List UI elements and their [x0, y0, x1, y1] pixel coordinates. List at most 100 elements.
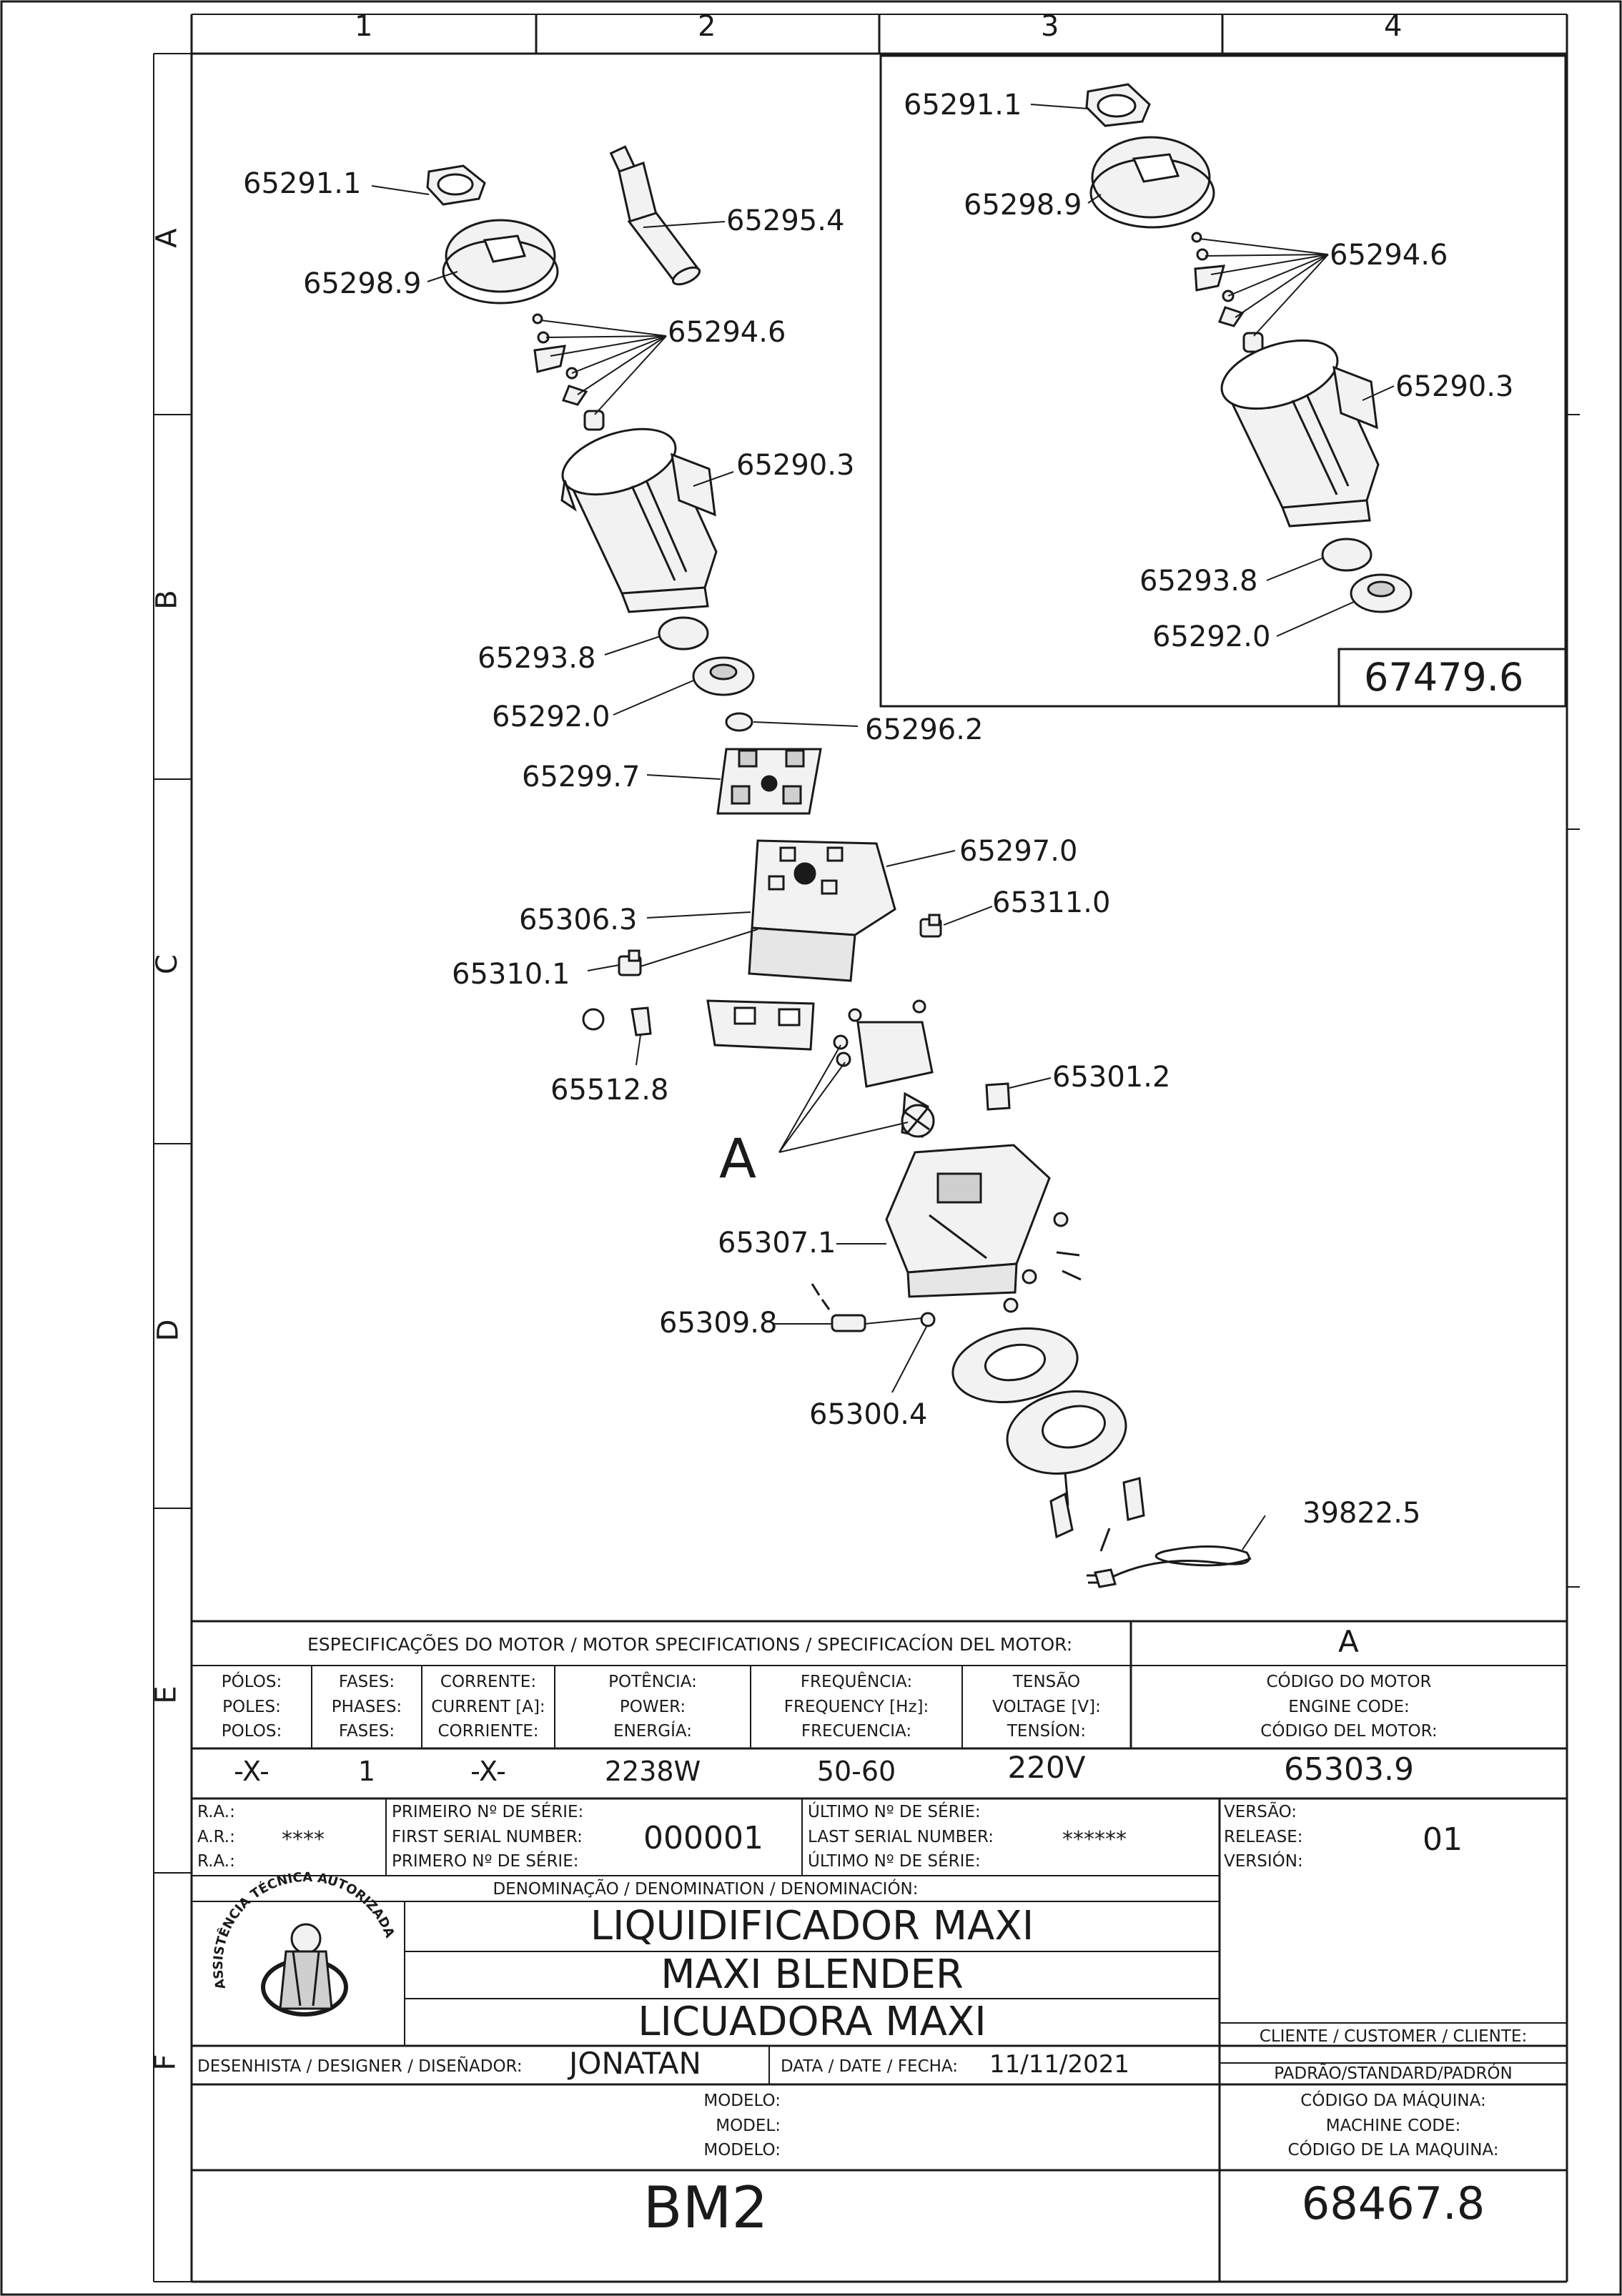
- part-lid-cap: [426, 164, 486, 206]
- part-pad-base: [716, 748, 822, 815]
- leader-lines: [371, 185, 1266, 1550]
- callout-housing-panel: 65306.3: [519, 904, 638, 936]
- part-gasket: [658, 616, 709, 650]
- row-label-b: B: [150, 590, 184, 610]
- callout-coupling-nut: 65292.0: [492, 701, 610, 733]
- row-label-f: F: [149, 2054, 182, 2071]
- part-motor-mount: [833, 999, 934, 1138]
- part-capacitor: [985, 1082, 1011, 1111]
- part-upper-housing: [748, 839, 896, 982]
- callout-lid-cap: 65291.1: [243, 167, 362, 200]
- denomination-label: DENOMINAÇÃO / DENOMINATION / DENOMINACIÓ…: [493, 1880, 919, 1899]
- product-name-es: LICUADORA MAXI: [638, 1999, 986, 2045]
- voltage-value: 220V: [1007, 1750, 1086, 1785]
- part-motor-base: [885, 1144, 1051, 1298]
- inset-callout-jar: 65290.3: [1395, 370, 1514, 403]
- part-bottom-cover: [1006, 1390, 1127, 1475]
- version-value: 01: [1423, 1821, 1463, 1858]
- engine-code-label: CÓDIGO DO MOTOR ENGINE CODE: CÓDIGO DEL …: [1260, 1673, 1438, 1741]
- inset-kit-code: 67479.6: [1364, 655, 1524, 700]
- engine-code-value: 65303.9: [1284, 1751, 1414, 1788]
- designer-label: DESENHISTA / DESIGNER / DISEÑADOR:: [197, 2057, 523, 2076]
- title-block-lines: [192, 1620, 1567, 2282]
- callout-jar: 65290.3: [736, 449, 855, 482]
- row-label-a: A: [150, 228, 184, 248]
- inset-lid: [1089, 136, 1215, 229]
- inset-blade-assembly: [1191, 232, 1264, 353]
- callout-knob-left: 65310.1: [452, 958, 570, 991]
- machine-code-label: CÓDIGO DA MÁQUINA: MACHINE CODE: CÓDIGO …: [1287, 2092, 1499, 2159]
- client-label: CLIENTE / CUSTOMER / CLIENTE:: [1259, 2027, 1528, 2046]
- current-label: CORRENTE: CURRENT [A]: CORRIENTE:: [431, 1673, 545, 1741]
- row-label-d: D: [152, 1319, 185, 1342]
- inset-leader-lines: [1030, 104, 1395, 637]
- part-knob-left: [618, 949, 642, 976]
- callout-tamper: 65295.4: [726, 204, 845, 237]
- callout-lid: 65298.9: [303, 267, 422, 300]
- date-label: DATA / DATE / FECHA:: [781, 2057, 959, 2076]
- callout-bushing: 65300.4: [809, 1398, 928, 1431]
- motor-group-label: A: [1338, 1624, 1359, 1659]
- ra-label: R.A.: A.R.: R.A.:: [197, 1803, 235, 1871]
- machine-code-value: 68467.8: [1301, 2177, 1485, 2230]
- inset-lid-cap: [1085, 83, 1151, 127]
- product-name-en: MAXI BLENDER: [661, 1951, 964, 1998]
- model-label: MODELO: MODEL: MODELO:: [703, 2092, 781, 2159]
- callout-pad-base: 65299.7: [522, 761, 641, 793]
- current-value: -X-: [470, 1756, 506, 1787]
- callout-power-cord: 39822.5: [1302, 1497, 1421, 1530]
- callout-capacitor: 65301.2: [1052, 1061, 1171, 1094]
- callout-gasket: 65293.8: [478, 642, 596, 675]
- frequency-value: 50-60: [816, 1756, 896, 1787]
- inset-jar: [1220, 339, 1380, 528]
- column-label-3: 3: [1041, 10, 1059, 43]
- inset-view: [1085, 83, 1413, 613]
- inset-callout-gasket: 65293.8: [1139, 565, 1258, 598]
- phases-label: FASES: PHASES: FASES:: [331, 1673, 402, 1741]
- poles-label: PÓLOS: POLES: POLOS:: [221, 1673, 282, 1741]
- callout-cord-clamp: 65309.8: [659, 1307, 778, 1340]
- power-label: POTÊNCIA: POWER: ENERGÍA:: [608, 1673, 697, 1741]
- inset-coupling-nut: [1350, 573, 1413, 613]
- part-front-label: [706, 999, 815, 1051]
- designer-name: JONATAN: [569, 2046, 701, 2081]
- model-value: BM2: [643, 2174, 768, 2241]
- callout-switch-lamp: 65512.8: [550, 1074, 669, 1107]
- column-label-4: 4: [1384, 10, 1403, 43]
- version-label: VERSÃO: RELEASE: VERSIÓN:: [1224, 1803, 1303, 1871]
- ra-value: ****: [282, 1827, 325, 1852]
- part-base-plate: [951, 1327, 1079, 1404]
- first-serial-label: PRIMEIRO Nº DE SÉRIE: FIRST SERIAL NUMBE…: [392, 1803, 584, 1871]
- client-value: PADRÃO/STANDARD/PADRÓN: [1274, 2064, 1513, 2083]
- callout-blade-assembly: 65294.6: [668, 316, 786, 349]
- first-serial-value: 000001: [643, 1820, 763, 1856]
- last-serial-label: ÚLTIMO Nº DE SÉRIE: LAST SERIAL NUMBER: …: [808, 1803, 994, 1871]
- part-power-cord: [1087, 1545, 1252, 1588]
- part-coupling-nut: [692, 656, 755, 696]
- poles-value: -X-: [234, 1756, 269, 1787]
- part-lid: [442, 219, 559, 305]
- callout-washer: 65296.2: [865, 713, 984, 746]
- motor-spec-header: ESPECIFICAÇÕES DO MOTOR / MOTOR SPECIFIC…: [307, 1634, 1073, 1655]
- row-label-e: E: [149, 1686, 183, 1704]
- product-name-pt: LIQUIDIFICADOR MAXI: [590, 1903, 1034, 1949]
- inset-gasket: [1321, 538, 1373, 572]
- inset-callout-lid: 65298.9: [964, 189, 1082, 222]
- inset-callout-coupling-nut: 65292.0: [1152, 620, 1271, 653]
- exploded-view: [426, 145, 1252, 1588]
- frequency-label: FREQUÊNCIA: FREQUENCY [Hz]: FRECUENCIA:: [783, 1673, 929, 1741]
- inset-callout-lid-cap: 65291.1: [904, 89, 1022, 122]
- part-knob-right: [919, 914, 942, 938]
- callout-upper-housing: 65297.0: [959, 835, 1078, 868]
- part-tamper: [609, 145, 701, 286]
- inset-frame: [879, 54, 1567, 708]
- voltage-label: TENSÃO VOLTAGE [V]: TENSÍON:: [992, 1673, 1101, 1741]
- part-blade-assembly: [532, 313, 605, 431]
- last-serial-value: ******: [1062, 1827, 1127, 1852]
- power-value: 2238W: [604, 1756, 701, 1787]
- callout-knob-right: 65311.0: [992, 886, 1111, 919]
- part-feet: [1049, 1472, 1145, 1552]
